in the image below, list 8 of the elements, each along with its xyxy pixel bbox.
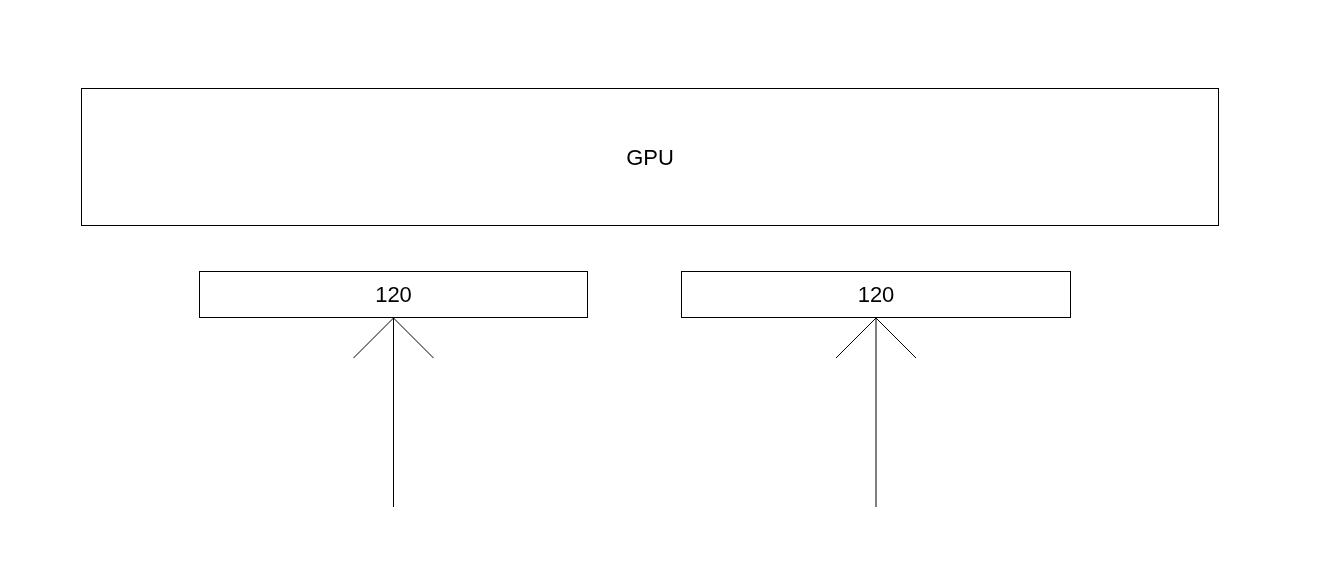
block-box: [81, 88, 1219, 226]
arrow: [353, 317, 434, 508]
block-label: 120: [857, 281, 895, 309]
block-box: [681, 271, 1071, 318]
arrow: [835, 317, 917, 508]
block-label: 120: [375, 281, 412, 309]
block-label: GPU: [626, 143, 674, 172]
block-box: [199, 271, 588, 318]
